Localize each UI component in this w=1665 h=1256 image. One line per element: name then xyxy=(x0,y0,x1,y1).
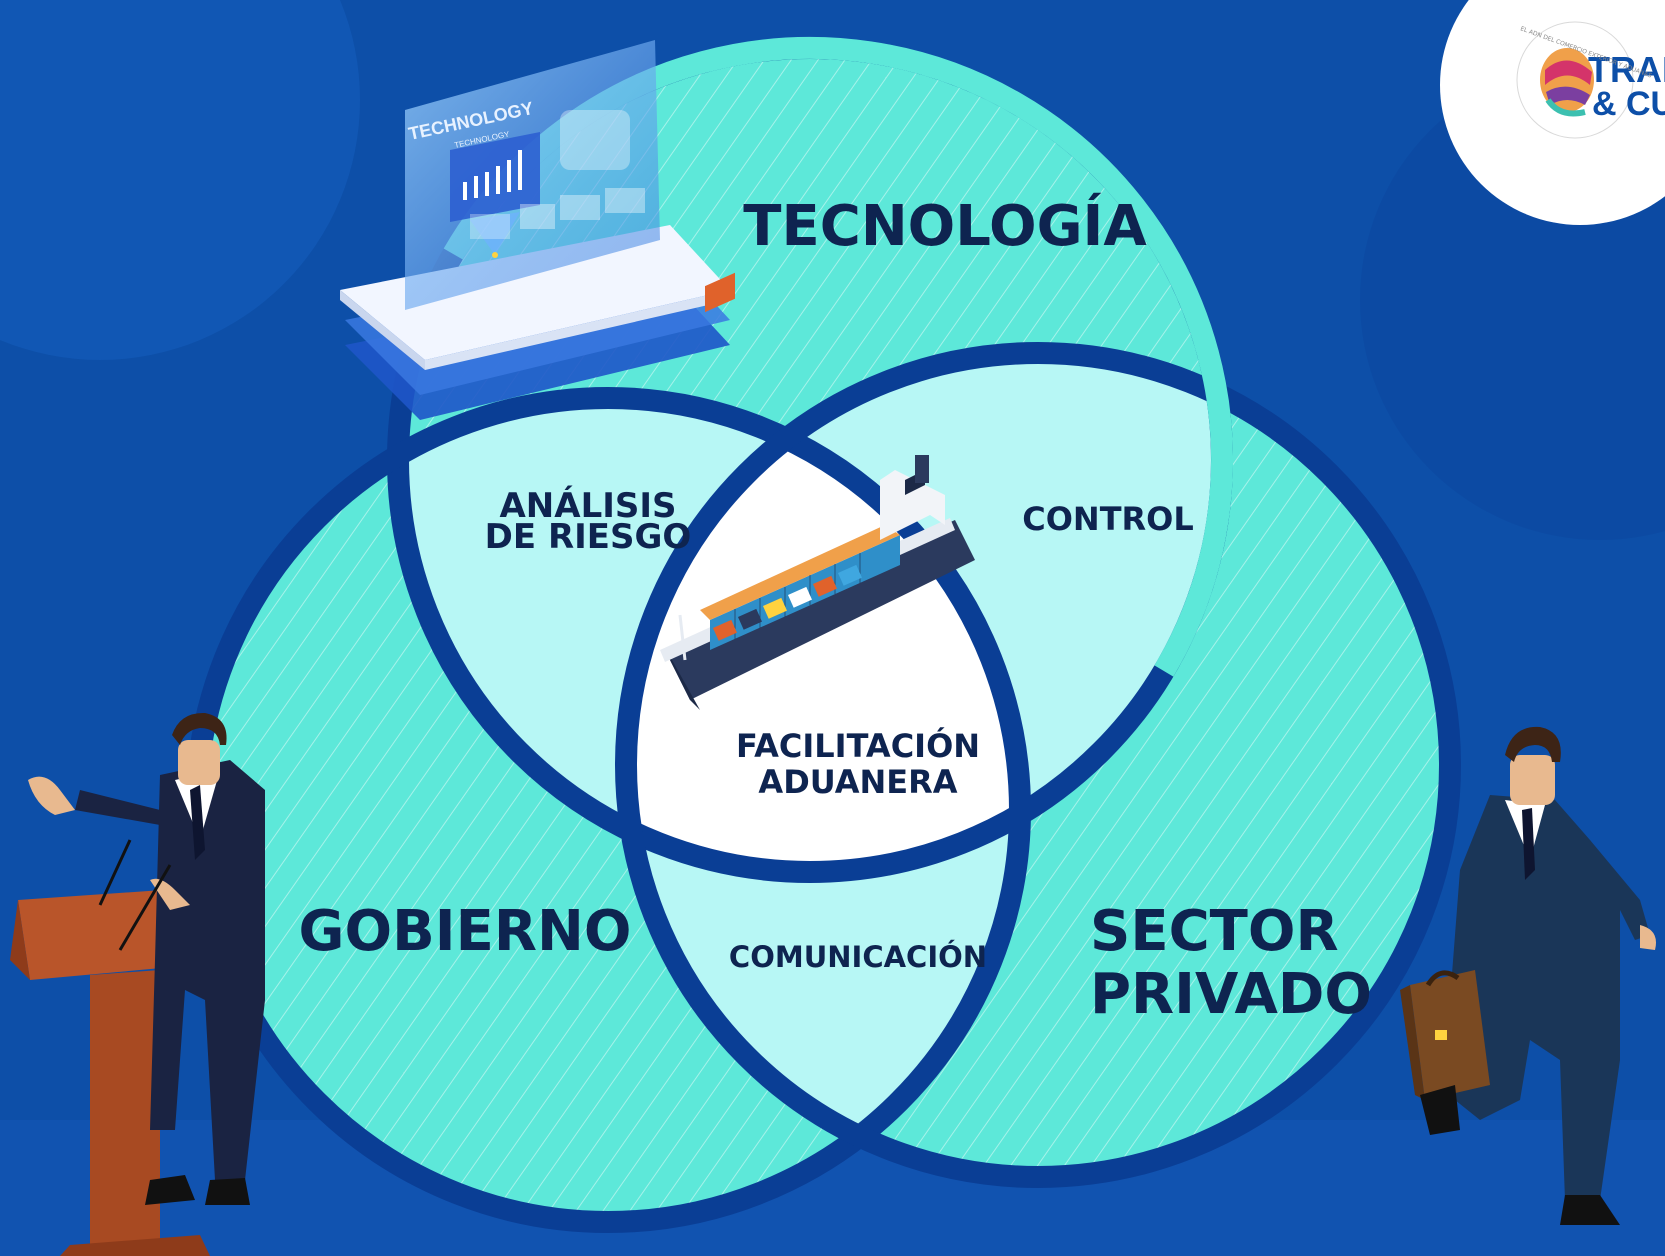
logo-line1: TRAD xyxy=(1588,49,1665,90)
label-analisis: ANÁLISIS xyxy=(499,485,676,526)
hologram-screen-icon: TECHNOLOGY TECHNOLOGY xyxy=(340,40,730,420)
label-comunicacion: COMUNICACIÓN xyxy=(729,940,987,974)
businessman-with-briefcase-icon xyxy=(1400,726,1656,1225)
label-tecnologia: TECNOLOGÍA xyxy=(743,193,1147,259)
label-sector: SECTOR xyxy=(1090,899,1339,964)
label-aduanera: ADUANERA xyxy=(758,763,957,801)
label-privado: PRIVADO xyxy=(1090,962,1372,1027)
label-gobierno: GOBIERNO xyxy=(299,899,632,964)
trade-logo-icon: TRAD & CU EL ADN DEL COMERCIO EXTERIOR Y… xyxy=(1440,0,1665,225)
speaker-at-podium-icon xyxy=(10,712,265,1256)
label-de-riesgo: DE RIESGO xyxy=(485,517,692,557)
cargo-ship-icon xyxy=(660,272,975,710)
logo-line2: & CU xyxy=(1592,85,1665,123)
label-control: CONTROL xyxy=(1022,500,1194,538)
label-facilitacion: FACILITACIÓN xyxy=(736,726,980,765)
